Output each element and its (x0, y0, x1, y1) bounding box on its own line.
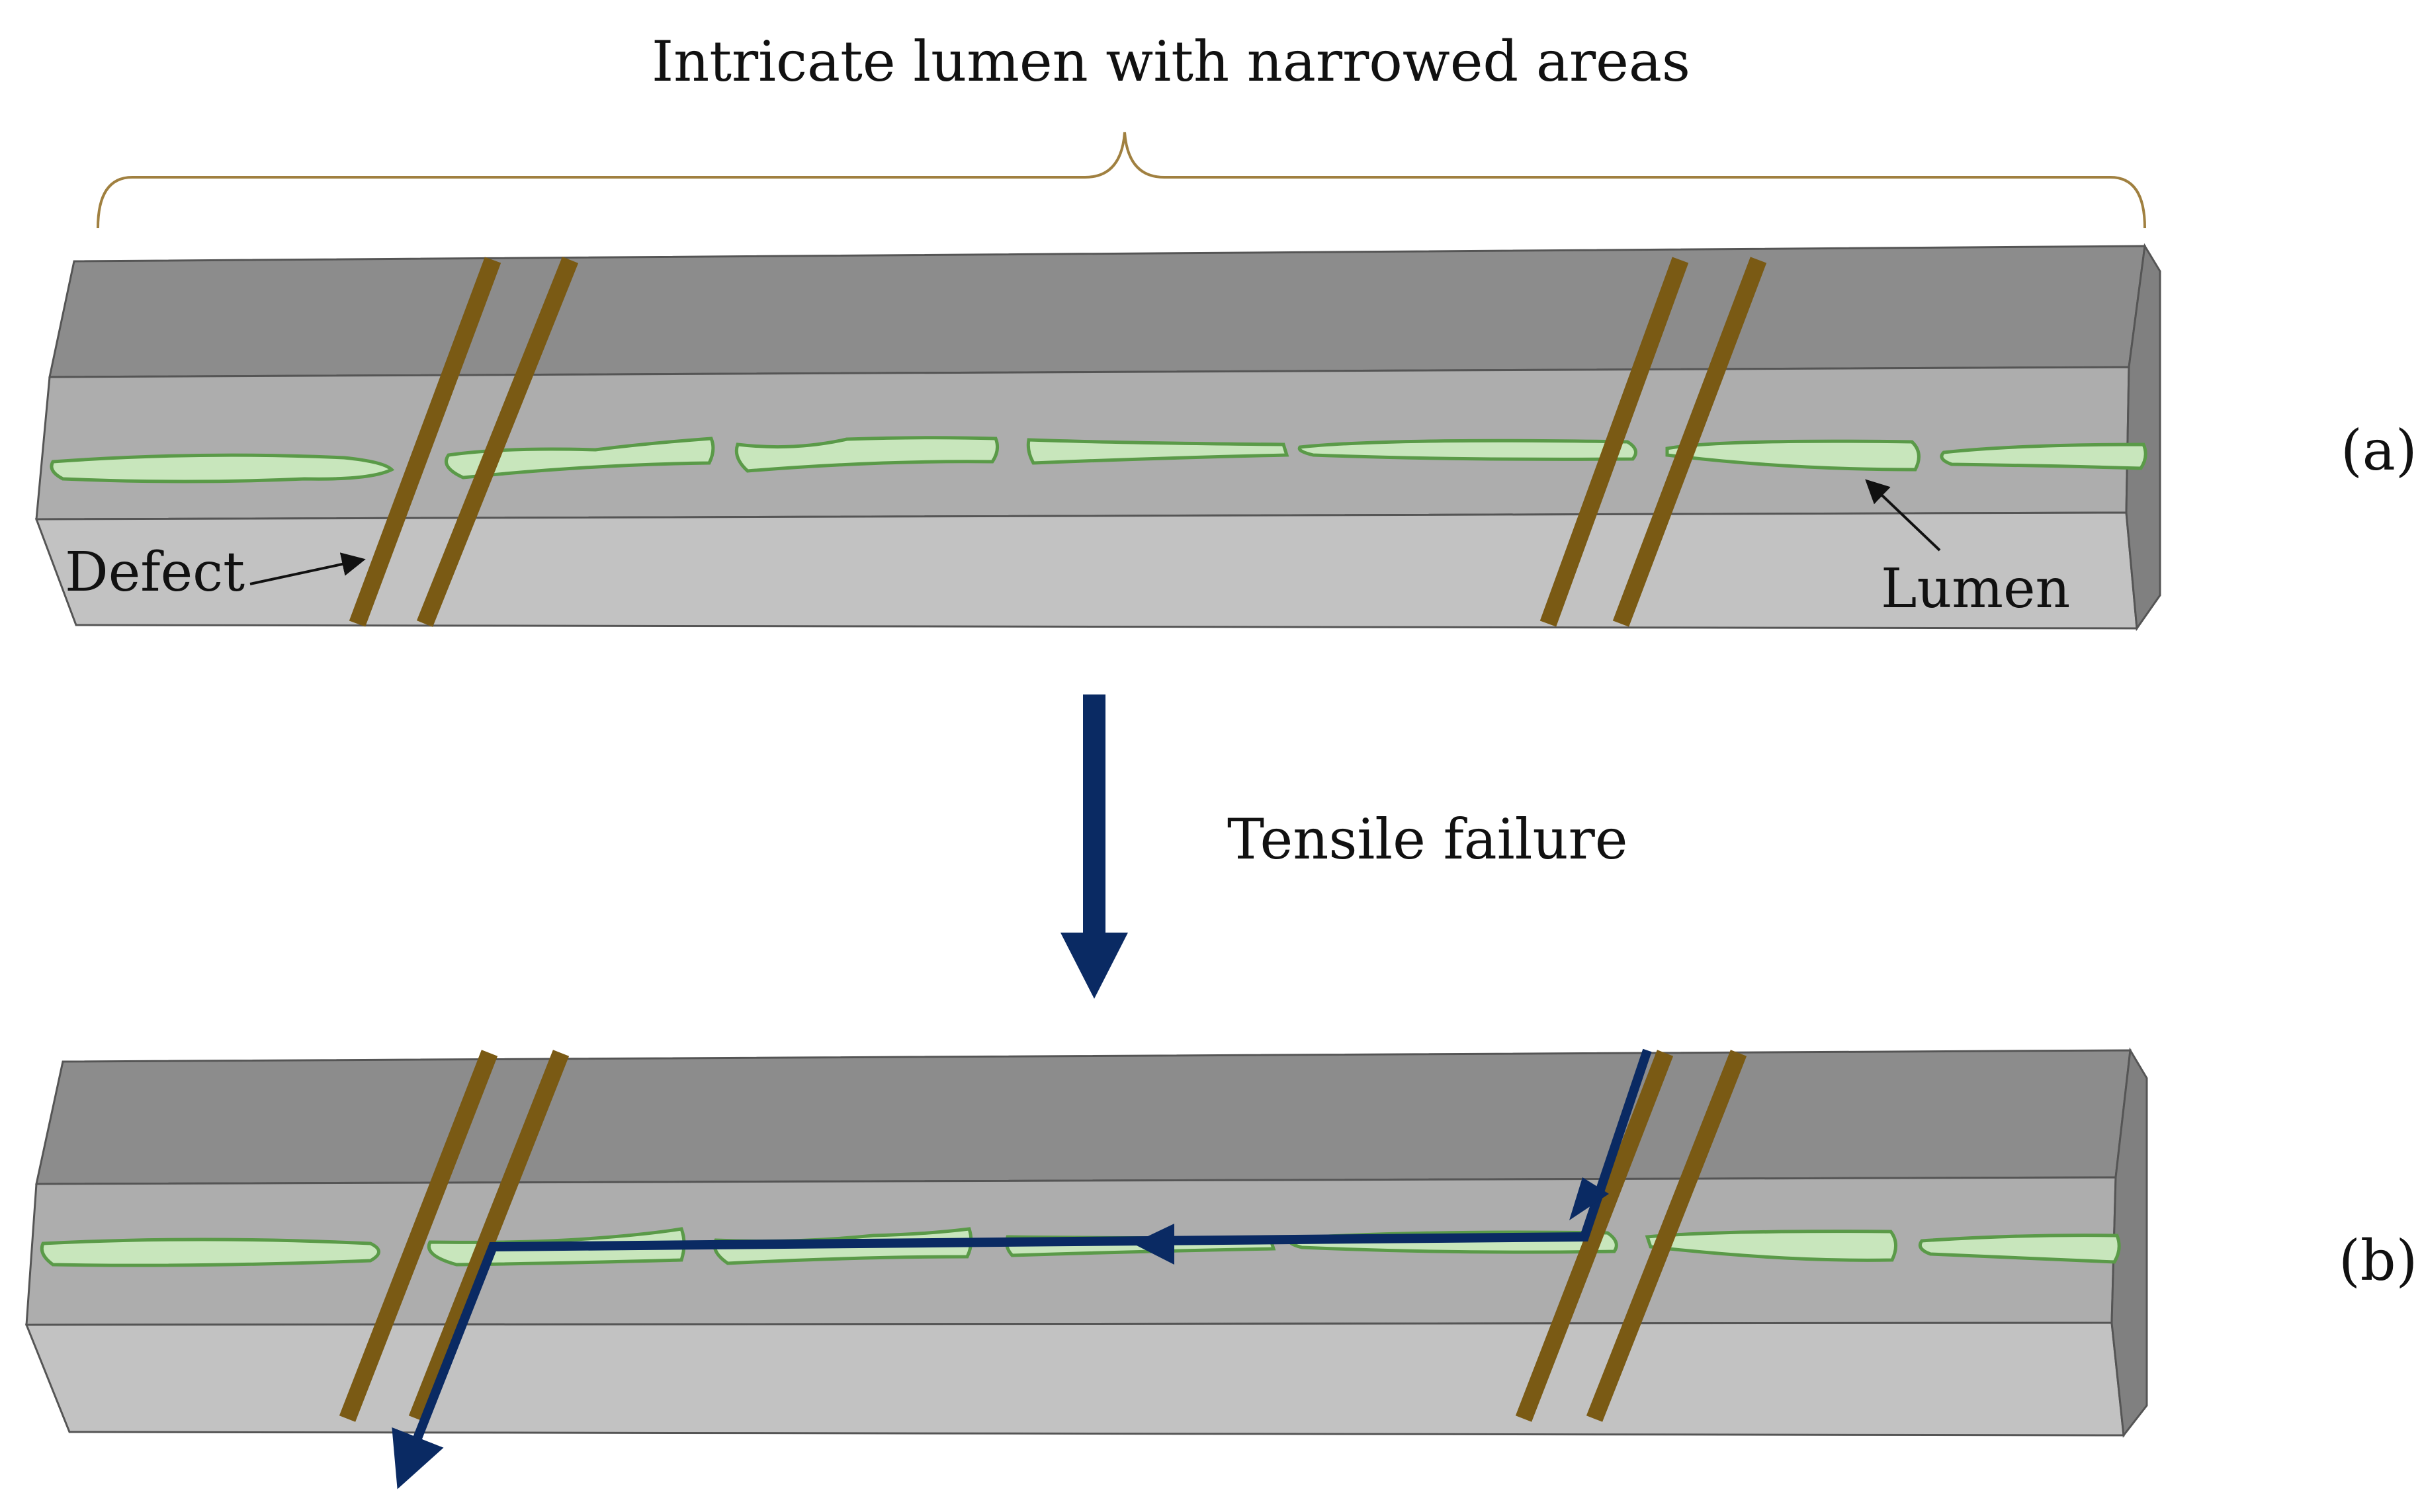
lumen-segment (1918, 1234, 2121, 1264)
defect-band (339, 1050, 498, 1422)
defect-band (1612, 257, 1767, 627)
diagram-title: Intricate lumen with narrowed areas (652, 29, 1690, 94)
fiber-a-defects (349, 257, 1767, 627)
crack-direction-arrowhead (1133, 1224, 1174, 1265)
defect-band (1539, 257, 1689, 627)
transition-arrow-head (1060, 933, 1128, 999)
lumen-segment (734, 436, 1000, 473)
fiber-b-end-face (2110, 1047, 2148, 1438)
defect-band (408, 1050, 570, 1422)
lumen-segment (1940, 442, 2147, 470)
title-brace (97, 132, 2146, 229)
fiber-a-top-face (48, 245, 2146, 378)
lumen-segment (1297, 439, 1637, 461)
fiber-a: Defect Lumen (34, 243, 2161, 632)
transition-label: Tensile failure (1227, 807, 1627, 872)
lumen-pointer (1865, 479, 1941, 552)
fiber-a-lumen (50, 436, 2147, 483)
fiber-a-bottom-face (34, 511, 2138, 630)
lumen-segment (50, 453, 395, 483)
defect-band (416, 257, 579, 627)
panel-a-label: (a) (2341, 418, 2417, 483)
lumen-segment (1665, 439, 1921, 472)
crack-direction-arrowhead (1569, 1177, 1609, 1220)
transition-arrow-shaft (1083, 694, 1105, 936)
lumen-label: Lumen (1881, 558, 2070, 620)
fiber-a-end-face (2125, 243, 2161, 632)
lumen-segment (40, 1238, 380, 1267)
transition-arrow (1060, 694, 1128, 999)
panel-b-label: (b) (2339, 1228, 2417, 1293)
fiber-b-bottom-face (24, 1322, 2125, 1437)
fiber-b (24, 1047, 2148, 1490)
defect-label: Defect (65, 541, 245, 604)
defect-band (1515, 1050, 1674, 1422)
fiber-b-defects (339, 1050, 1747, 1422)
defect-pointer (249, 552, 366, 585)
fiber-b-top-face (35, 1049, 2132, 1185)
defect-band (349, 257, 501, 627)
defect-band (1586, 1050, 1747, 1422)
lumen-segment (1645, 1230, 1897, 1262)
crack-path (392, 1048, 1652, 1490)
lumen-segment (1026, 438, 1289, 465)
